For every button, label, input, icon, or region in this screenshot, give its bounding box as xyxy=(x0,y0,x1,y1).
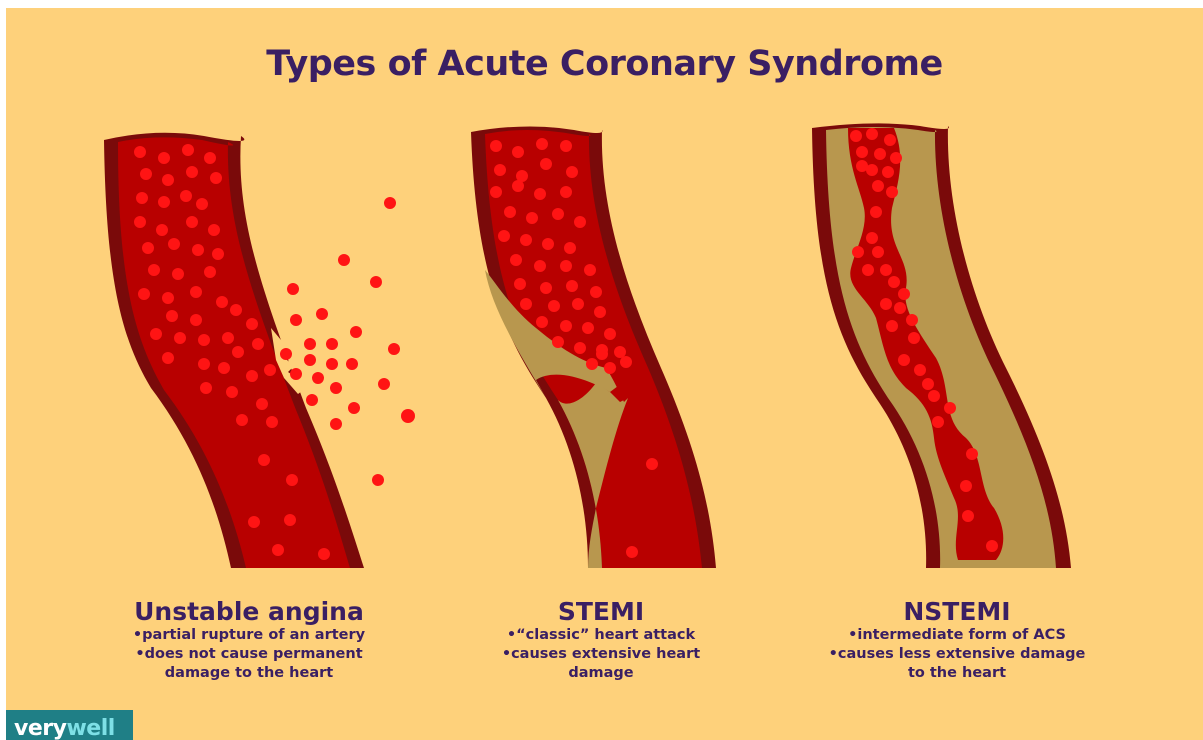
verywell-logo: verywell xyxy=(6,710,133,740)
caption-bullet: •causes less extensive damage xyxy=(802,645,1112,664)
caption-title: Unstable angina xyxy=(94,598,404,626)
caption-title: STEMI xyxy=(446,598,756,626)
caption-bullet: damage to the heart xyxy=(94,664,404,683)
caption-bullet: •causes extensive heart xyxy=(446,645,756,664)
nstemi-artery xyxy=(812,123,1071,568)
caption-bullet: to the heart xyxy=(802,664,1112,683)
caption-bullet: damage xyxy=(446,664,756,683)
caption-stemi: STEMI •“classic” heart attack •causes ex… xyxy=(446,598,756,683)
caption-nstemi: NSTEMI •intermediate form of ACS •causes… xyxy=(802,598,1112,683)
logo-text-well: well xyxy=(66,716,114,740)
caption-unstable-angina: Unstable angina •partial rupture of an a… xyxy=(94,598,404,683)
logo-text-very: very xyxy=(14,716,66,740)
caption-bullet: •does not cause permanent xyxy=(94,645,404,664)
caption-title: NSTEMI xyxy=(802,598,1112,626)
infographic-canvas: Types of Acute Coronary Syndrome xyxy=(6,8,1203,740)
caption-bullet: •partial rupture of an artery xyxy=(94,626,404,645)
caption-bullet: •“classic” heart attack xyxy=(446,626,756,645)
caption-bullet: •intermediate form of ACS xyxy=(802,626,1112,645)
